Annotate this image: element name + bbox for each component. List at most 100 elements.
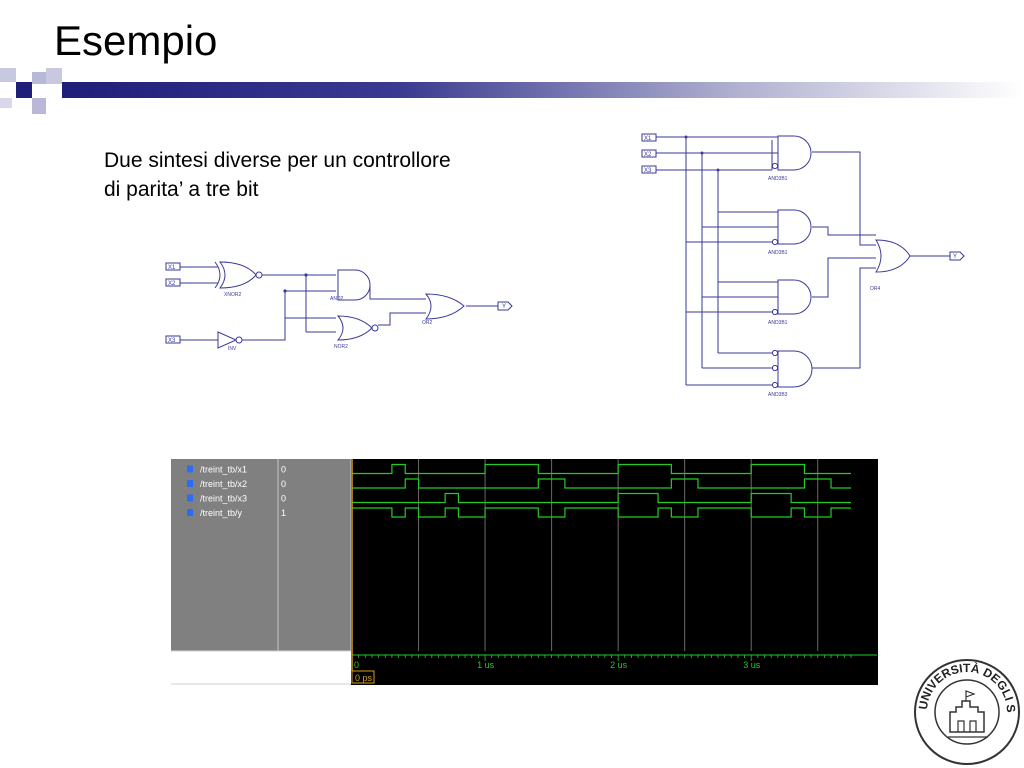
body-line-1: Due sintesi diverse per un controllore <box>104 149 451 172</box>
label-y: Y <box>502 304 506 310</box>
label-and2: AND2 <box>330 296 344 302</box>
label-x1: X1 <box>168 265 176 271</box>
waveform-x3 <box>352 492 851 504</box>
label-x2: X2 <box>644 152 652 158</box>
wave-grid <box>418 459 819 651</box>
seal-inner-ring <box>934 679 1000 745</box>
label-nor2: NOR2 <box>334 344 348 350</box>
label-and3b1: AND3B1 <box>768 176 788 182</box>
name-footer <box>171 651 351 685</box>
label-or4: OR4 <box>870 286 881 292</box>
wire <box>656 169 772 353</box>
label-xnor2: XNOR2 <box>224 292 241 298</box>
deco-square-2 <box>16 82 32 98</box>
seal-outer-ring <box>914 659 1020 765</box>
wire <box>686 352 774 386</box>
signal-icon <box>187 465 193 473</box>
time-axis: 0 1 us 2 us 3 us <box>351 654 877 670</box>
signal-value: 0 <box>281 465 286 475</box>
and-bubble <box>771 364 779 372</box>
axis-tick-label: 2 us <box>610 660 628 670</box>
label-and3b3: AND3B3 <box>768 392 788 398</box>
signal-rows: /treint_tb/x1 0/treint_tb/x2 0/treint_tb/x… <box>187 465 286 518</box>
inverter-gate <box>217 331 238 349</box>
and-gate <box>337 269 371 301</box>
label-or2: OR2 <box>422 320 433 326</box>
and-bubble <box>771 238 779 246</box>
label-x3: X3 <box>168 338 176 344</box>
wire <box>686 211 778 243</box>
wire <box>812 226 876 236</box>
junction-dot <box>684 135 688 139</box>
or-gate <box>424 293 465 320</box>
signal-icon <box>187 480 193 487</box>
label-x2: X2 <box>168 281 176 287</box>
and-gate <box>777 209 812 245</box>
label-y: Y <box>953 254 957 260</box>
junction-dot <box>716 168 720 172</box>
label-x1: X1 <box>644 136 652 142</box>
and-bubble <box>771 162 779 170</box>
label-and3b1: AND3B1 <box>768 320 788 326</box>
body-text: Due sintesi diverse per un controllore d… <box>104 146 451 204</box>
signal-value: 0 <box>281 494 286 504</box>
wire <box>812 151 876 246</box>
waveform-x1 <box>352 463 851 475</box>
header-band <box>0 68 1024 114</box>
wire <box>378 312 426 326</box>
wire <box>180 266 218 284</box>
seal-castle-detail <box>948 720 988 738</box>
nor-bubble <box>371 324 379 332</box>
circuit-large: X1 X2 X3 Y AND3B1 AND3B1 AND3B1 AND3B3 O… <box>641 133 965 398</box>
signal-name: /treint_tb/x1 <box>200 465 247 475</box>
deco-square-3 <box>32 72 46 84</box>
or-gate <box>875 239 911 273</box>
signal-name: /treint_tb/x2 <box>200 479 247 489</box>
seal-flag <box>965 690 976 701</box>
slide-title: Esempio <box>54 17 218 64</box>
deco-square-4 <box>46 68 62 84</box>
label-and3b1: AND3B1 <box>768 250 788 256</box>
signal-icon <box>187 494 193 502</box>
nor-gate <box>336 315 373 341</box>
axis-tick-label: 1 us <box>477 660 495 670</box>
output-box-y <box>497 301 513 311</box>
xnor-bubble <box>255 271 263 279</box>
and-gate <box>777 279 812 315</box>
wire <box>812 257 876 298</box>
and-bubble <box>771 381 779 389</box>
wire <box>656 136 772 385</box>
signal-name: /treint_tb/y <box>200 508 243 518</box>
signal-icon <box>187 509 193 516</box>
waveform-y <box>352 507 851 518</box>
label-x3: X3 <box>644 168 652 174</box>
and-gate <box>777 135 812 171</box>
deco-square-5 <box>32 98 46 114</box>
seal-castle <box>949 700 985 733</box>
deco-square-1 <box>0 68 16 82</box>
university-seal: UNIVERSITÀ DEGLI STUDI <box>912 657 1020 765</box>
cursor-label: 0 ps <box>355 673 373 683</box>
wire <box>771 140 778 170</box>
signal-value: 0 <box>281 479 286 489</box>
deco-square-6 <box>0 98 12 108</box>
axis-tick-label: 0 <box>354 660 359 670</box>
body-line-2: di parita’ a tre bit <box>104 178 259 201</box>
output-box-y <box>949 251 965 261</box>
wire <box>260 274 336 333</box>
signal-value: 1 <box>281 508 286 518</box>
xnor-gate <box>214 261 257 289</box>
waveform-x2 <box>352 478 851 489</box>
wire <box>812 267 876 369</box>
signal-name: /treint_tb/x3 <box>200 494 247 504</box>
wire <box>686 281 778 313</box>
signal-value-panel <box>278 459 351 651</box>
wave-area <box>351 459 878 651</box>
cursor-box <box>351 670 375 684</box>
signal-name-panel <box>171 459 278 651</box>
and-gate <box>777 350 813 388</box>
axis-tick-label: 3 us <box>743 660 761 670</box>
waveform-viewer: /treint_tb/x1 0/treint_tb/x2 0/treint_tb/x… <box>171 459 878 685</box>
junction-dot <box>700 151 704 155</box>
junction-dot <box>304 273 308 277</box>
